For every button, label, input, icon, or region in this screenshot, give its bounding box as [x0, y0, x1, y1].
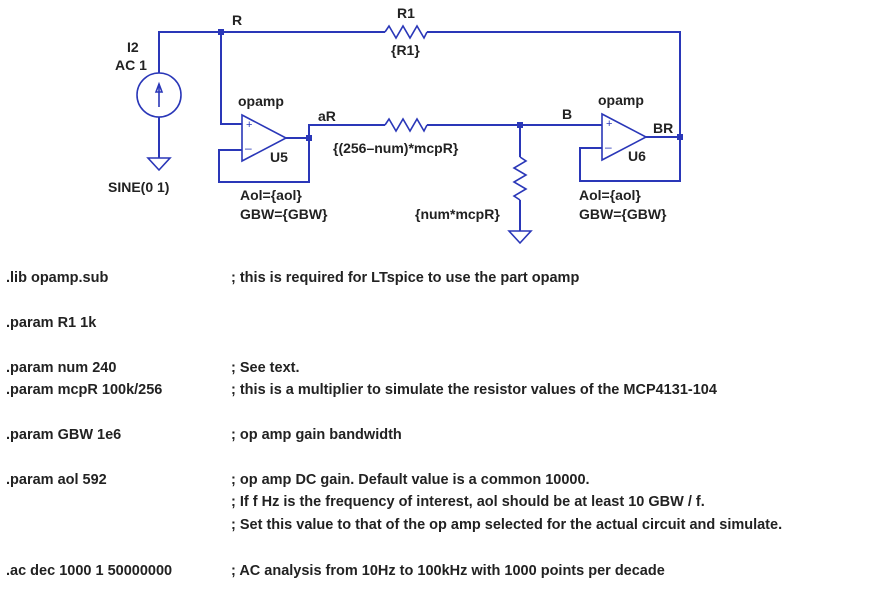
u5-aol: Aol={aol}: [240, 187, 302, 203]
u6-minus-sign: –: [605, 140, 612, 154]
comment-ac: ; AC analysis from 10Hz to 100kHz with 1…: [231, 563, 665, 579]
comment-mcpr: ; this is a multiplier to simulate the r…: [231, 382, 717, 398]
comment-aol-3: ; Set this value to that of the op amp s…: [231, 517, 783, 533]
source-value: AC 1: [115, 57, 147, 73]
directive-param-gbw[interactable]: .param GBW 1e6: [6, 427, 122, 443]
u5-name: U5: [270, 149, 288, 165]
u6-gbw: GBW={GBW}: [579, 206, 667, 222]
wire-u6-feedback: [579, 137, 681, 182]
wire-top: [158, 31, 681, 137]
u6-aol: Aol={aol}: [579, 187, 641, 203]
comment-gbw: ; op amp gain bandwidth: [231, 427, 402, 443]
ground-icon: [146, 157, 172, 172]
directive-param-aol[interactable]: .param aol 592: [6, 472, 107, 488]
directive-param-num[interactable]: .param num 240: [6, 360, 117, 376]
source-name: I2: [127, 39, 139, 55]
comment-aol-2: ; If f Hz is the frequency of interest, …: [231, 494, 705, 510]
opamp-u6[interactable]: [601, 112, 648, 162]
current-source-icon[interactable]: [136, 72, 182, 118]
r1-value: {R1}: [391, 42, 420, 58]
u5-minus-sign: –: [245, 141, 252, 155]
u5-gbw: GBW={GBW}: [240, 206, 328, 222]
directive-param-mcpr[interactable]: .param mcpR 100k/256: [6, 382, 163, 398]
resistor-r1[interactable]: [384, 24, 428, 40]
resistor-shunt[interactable]: [512, 156, 528, 201]
directive-param-r1[interactable]: .param R1 1k: [6, 315, 97, 331]
ground-icon: [507, 230, 533, 245]
wire-ar: [308, 124, 385, 138]
junction-br: [677, 134, 683, 140]
net-label-b: B: [562, 106, 572, 122]
u6-plus-sign: +: [606, 118, 612, 130]
u6-name: U6: [628, 148, 646, 164]
u6-model: opamp: [598, 92, 644, 108]
r-shunt-value: {num*mcpR}: [415, 206, 500, 222]
r-series-value: {(256–num)*mcpR}: [333, 140, 459, 156]
resistor-series[interactable]: [384, 117, 428, 133]
comment-num: ; See text.: [231, 360, 300, 376]
u5-model: opamp: [238, 93, 284, 109]
r1-name: R1: [397, 5, 415, 21]
opamp-u5[interactable]: [241, 113, 288, 163]
net-label-ar: aR: [318, 108, 336, 124]
net-label-br: BR: [653, 120, 673, 136]
directive-lib[interactable]: .lib opamp.sub: [6, 270, 109, 286]
wire-u5-feedback: [218, 137, 310, 183]
comment-lib: ; this is required for LTspice to use th…: [231, 270, 580, 286]
source-transient: SINE(0 1): [108, 179, 169, 195]
u5-plus-sign: +: [246, 119, 252, 131]
wire-r-to-u5-plus: [220, 32, 242, 125]
comment-aol-1: ; op amp DC gain. Default value is a com…: [231, 472, 590, 488]
net-label-r: R: [232, 12, 242, 28]
directive-ac[interactable]: .ac dec 1000 1 50000000: [6, 563, 173, 579]
